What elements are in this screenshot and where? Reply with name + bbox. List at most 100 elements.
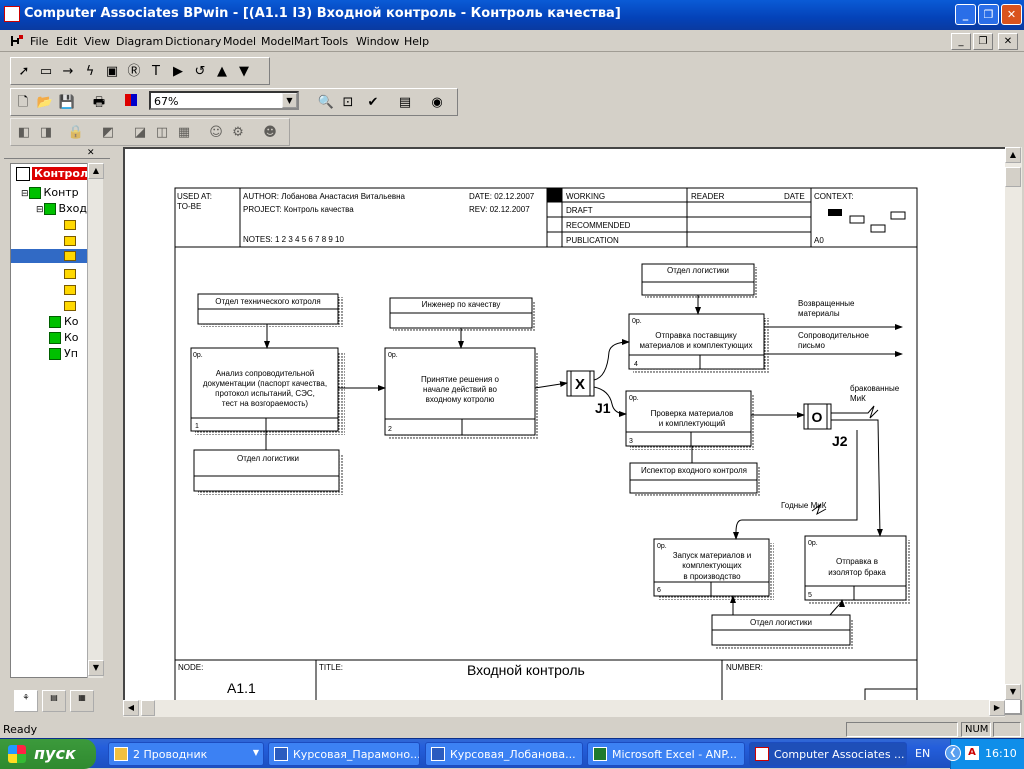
tree-node-a1[interactable]: ⊟Вход (36, 202, 87, 215)
mm-security-icon[interactable]: ⚙ (232, 125, 244, 140)
mm-close-icon[interactable]: ◫ (155, 125, 169, 140)
modelmart-icon[interactable]: ◉ (431, 95, 443, 110)
tree-scrollbar[interactable]: ▲ ▼ (87, 163, 104, 678)
junction-o-j2[interactable]: O J2 (803, 403, 848, 449)
tree-node-a2[interactable]: Ко (49, 315, 79, 329)
menu-dictionary[interactable]: Dictionary (165, 35, 222, 48)
tree-leaf-4[interactable] (64, 267, 76, 281)
clock[interactable]: 16:10 (985, 747, 1017, 760)
mm-grid-icon[interactable]: ▦ (177, 125, 191, 140)
mdi-close-button[interactable]: ✕ (998, 33, 1018, 50)
tree-leaf-1[interactable] (64, 218, 76, 232)
menu-edit[interactable]: Edit (56, 35, 78, 48)
open-icon[interactable]: 📂 (36, 95, 54, 110)
goto-child-icon[interactable]: ▶ (173, 64, 183, 79)
document-menu-icon[interactable] (10, 34, 24, 48)
pointer-tool-icon[interactable]: ➚ (18, 64, 30, 79)
spellcheck-icon[interactable]: ✔ (367, 95, 379, 110)
activity-box-6[interactable]: 0р. 6 Запуск материалов и комплектующих … (653, 538, 774, 600)
task-excel[interactable]: Microsoft Excel - ANP... (587, 742, 745, 766)
minimize-button[interactable]: _ (955, 4, 976, 25)
zoom-fit-icon[interactable]: ⊡ (342, 95, 354, 110)
mdi-restore-button[interactable]: ❐ (973, 33, 993, 50)
tree-leaf-3-selected[interactable] (11, 249, 87, 263)
task-explorer[interactable]: 2 Проводник▼ (108, 742, 264, 766)
menu-diagram[interactable]: Diagram (116, 35, 164, 48)
mm-save-icon[interactable]: ◩ (101, 125, 115, 140)
mm-users-icon[interactable]: ☺ (209, 125, 223, 140)
activity-box-1[interactable]: 0р. 1 Анализ сопроводительной документац… (190, 347, 345, 435)
menu-modelmart[interactable]: ModelMart (261, 35, 320, 48)
objects-tab-icon[interactable]: ▦ (70, 690, 94, 712)
diagram-canvas[interactable]: USED AT: TO-BE AUTHOR: Лобанова Анастаси… (123, 147, 1022, 715)
mechanism-otk[interactable]: Отдел технического котроля (197, 293, 344, 327)
scroll-thumb[interactable] (141, 700, 155, 716)
canvas-vertical-scrollbar[interactable]: ▲ ▼ (1005, 147, 1022, 700)
color-icon[interactable] (122, 94, 140, 112)
scroll-right-icon[interactable]: ▶ (989, 700, 1005, 716)
zoom-select[interactable]: 67% ▼ (149, 91, 299, 110)
mechanism-inspector[interactable]: Испектор входного контроля (629, 462, 761, 497)
zoom-in-icon[interactable]: 🔍 (317, 95, 335, 110)
goto-parent-icon[interactable]: ▲ (217, 64, 227, 79)
activity-box-2[interactable]: 0р. 2 Принятие решения о начале действий… (384, 347, 539, 439)
referent-tool-icon[interactable]: Ⓡ (127, 64, 141, 79)
menu-help[interactable]: Help (404, 35, 430, 48)
diagrams-tab-icon[interactable]: ▤ (42, 690, 66, 712)
tray-expand-icon[interactable]: ❮ (945, 745, 961, 761)
model-explorer-icon[interactable]: ▤ (398, 95, 412, 110)
restore-button[interactable]: ❐ (978, 4, 999, 25)
save-icon[interactable]: 💾 (58, 95, 76, 110)
scroll-down-icon[interactable]: ▼ (88, 660, 104, 676)
mechanism-logistics-3[interactable]: Отдел логистики (711, 614, 854, 649)
tree-node-a0[interactable]: ⊟Контр (21, 186, 79, 199)
tree-node-a3[interactable]: Ко (49, 331, 79, 345)
print-icon[interactable]: 🖶 (92, 95, 106, 110)
tree-root[interactable]: Контрол (16, 167, 91, 181)
mm-people-icon[interactable]: ☻ (263, 125, 277, 140)
tree-node-a4[interactable]: Уп (49, 347, 78, 361)
text-tool-icon[interactable]: T (152, 64, 160, 79)
junction-x-j1[interactable]: X J1 (566, 370, 611, 416)
squiggle-tool-icon[interactable]: ϟ (85, 64, 95, 79)
undo-icon[interactable]: ↺ (194, 64, 206, 79)
menu-view[interactable]: View (84, 35, 111, 48)
mechanism-logistics-1[interactable]: Отдел логистики (641, 263, 758, 298)
new-icon[interactable]: 🗋 (17, 95, 29, 110)
task-word-2[interactable]: Курсовая_Лобанова... (425, 742, 583, 766)
menu-tools[interactable]: Tools (321, 35, 349, 48)
scroll-up-icon[interactable]: ▲ (88, 163, 104, 179)
antivirus-icon[interactable]: A (965, 746, 979, 760)
menu-file[interactable]: File (30, 35, 49, 48)
close-button[interactable]: ✕ (1001, 4, 1022, 25)
offpage-tool-icon[interactable]: ▣ (105, 64, 119, 79)
mechanism-engineer[interactable]: Инженер по качеству (389, 297, 536, 331)
task-bpwin[interactable]: Computer Associates ... (749, 742, 907, 766)
chevron-down-icon[interactable]: ▼ (282, 93, 297, 108)
panel-close-icon[interactable]: ✕ (87, 148, 95, 158)
tree-leaf-2[interactable] (64, 234, 76, 248)
goto-down-icon[interactable]: ▼ (239, 64, 249, 79)
tree-leaf-5[interactable] (64, 283, 76, 297)
task-word-1[interactable]: Курсовая_Парамоно... (268, 742, 420, 766)
canvas-horizontal-scrollbar[interactable]: ◀ ▶ (123, 700, 1005, 717)
scroll-up-icon[interactable]: ▲ (1005, 147, 1021, 163)
mm-connect-icon[interactable]: ◧ (17, 125, 31, 140)
mechanism-logistics-2[interactable]: Отдел логистики (193, 449, 344, 495)
activity-box-4[interactable]: 0р. 4 Отправка поставщику материалов и к… (628, 313, 769, 373)
arrow-tool-icon[interactable]: → (62, 64, 74, 79)
scroll-thumb[interactable] (1005, 167, 1021, 187)
mdi-minimize-button[interactable]: _ (951, 33, 971, 50)
activity-box-5[interactable]: 0р. 5 Отправка в изолятор брака (804, 535, 911, 604)
activities-tab-icon[interactable]: ⚘ (14, 690, 38, 712)
mm-disconnect-icon[interactable]: ◨ (39, 125, 53, 140)
menu-window[interactable]: Window (356, 35, 400, 48)
scroll-down-icon[interactable]: ▼ (1005, 684, 1021, 700)
mm-open-icon[interactable]: ◪ (133, 125, 147, 140)
language-indicator[interactable]: EN (915, 747, 931, 760)
activity-box-3[interactable]: 0р. 3 Проверка материалов и комплектующи… (625, 390, 755, 450)
lock-icon[interactable]: 🔒 (67, 125, 85, 140)
tree-leaf-6[interactable] (64, 299, 76, 313)
start-button[interactable]: пуск (0, 739, 96, 769)
menu-model[interactable]: Model (223, 35, 257, 48)
